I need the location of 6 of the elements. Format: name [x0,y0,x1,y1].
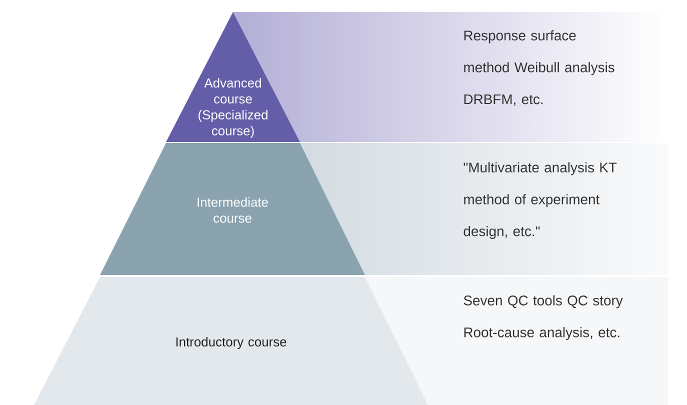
pyramid-tier: Advanced course (Specialized course) [166,12,300,142]
description-text: "Multivariate analysis KT method of experiment design, etc." [464,162,617,239]
description-text: Response surface method Weibull analysis DRBFM, etc. [464,30,614,106]
pyramid-tier: Introductory course [34,277,428,405]
description-text: Seven QC tools QC story Root-cause analysis, etc. [464,295,623,340]
pyramid-tier: Intermediate course [100,143,365,275]
